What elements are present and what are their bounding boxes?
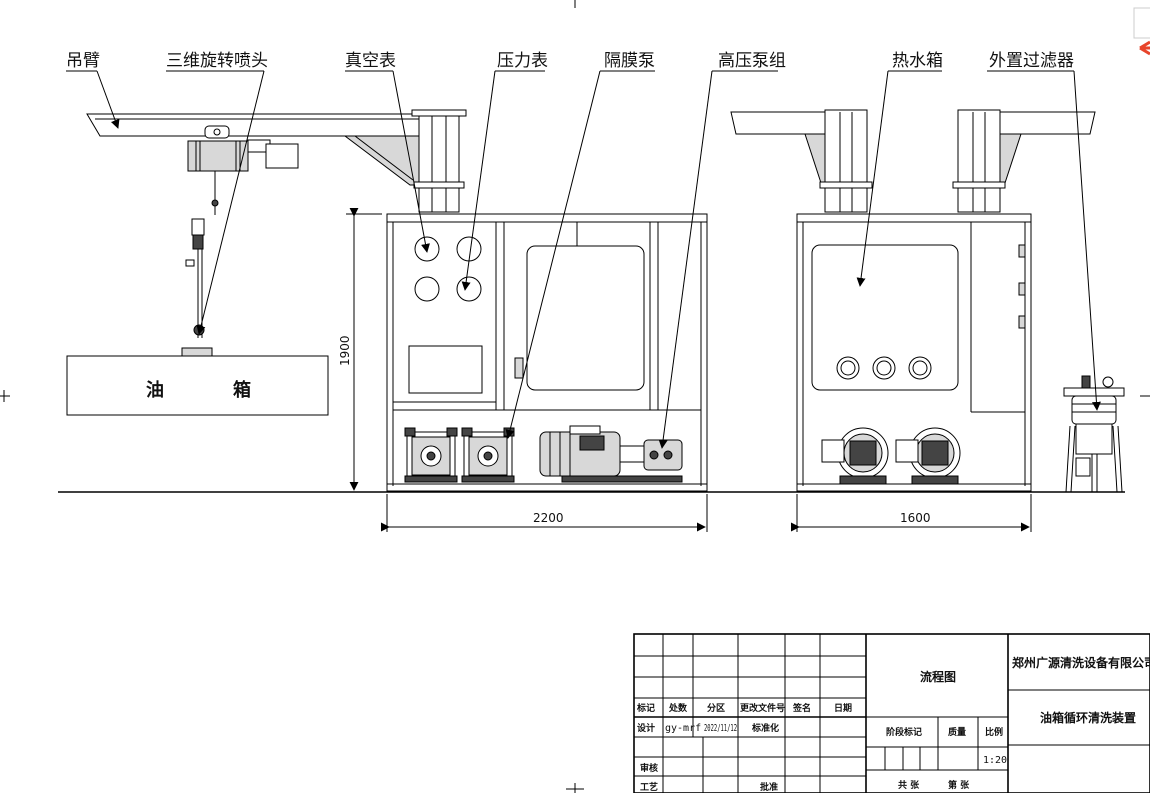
label-hot-water-tank: 热水箱 xyxy=(892,51,943,71)
boom-crane xyxy=(86,109,467,338)
tb-standard: 标准化 xyxy=(751,722,779,734)
tb-approve: 批准 xyxy=(760,781,778,793)
circulation-pump-1 xyxy=(821,427,889,485)
dimension-lines xyxy=(346,207,1032,532)
label-diaphragm-pump: 隔膜泵 xyxy=(604,51,655,71)
tb-weight: 质量 xyxy=(948,726,966,738)
tb-ratio-value: 1:20 xyxy=(983,755,1007,766)
tb-drawing-name: 流程图 xyxy=(920,669,956,684)
tb-stage-mark: 阶段标记 xyxy=(886,726,922,738)
label-external-filter: 外置过滤器 xyxy=(989,51,1074,71)
oil-tank: 油 箱 xyxy=(66,347,329,416)
label-boom: 吊臂 xyxy=(66,51,100,71)
label-hp-pump-group: 高压泵组 xyxy=(718,51,786,71)
tb-h-sign: 签名 xyxy=(792,702,811,714)
callout-leaders xyxy=(66,70,1101,449)
tb-h-zone: 分区 xyxy=(707,702,725,714)
label-nozzle: 三维旋转喷头 xyxy=(166,51,268,71)
diaphragm-pump-1 xyxy=(404,427,458,483)
dim-width-left: 2200 xyxy=(533,511,564,525)
hp-pump-group xyxy=(539,425,683,483)
tb-total-sheets: 共 张 xyxy=(898,779,920,791)
tb-h-doc: 更改文件号 xyxy=(740,702,785,714)
tb-ratio: 比例 xyxy=(985,726,1003,738)
title-block xyxy=(633,633,1150,793)
circulation-pump-2 xyxy=(895,427,961,485)
label-pressure-gauge: 压力表 xyxy=(497,51,548,71)
dim-height: 1900 xyxy=(338,335,352,366)
tb-h-date: 日期 xyxy=(834,702,852,714)
tb-process: 工艺 xyxy=(640,781,658,793)
tb-company: 郑州广源清洗设备有限公司 xyxy=(1012,655,1150,670)
diaphragm-pump-2 xyxy=(461,427,515,483)
tb-sheet-no: 第 张 xyxy=(948,779,970,791)
tb-review: 审核 xyxy=(640,762,658,774)
dim-width-right: 1600 xyxy=(900,511,931,525)
tb-design-date: 2022/11/12 xyxy=(704,723,737,734)
tb-h-mark: 标记 xyxy=(636,702,655,714)
tank-char-2: 箱 xyxy=(233,379,251,401)
overlay-widget[interactable] xyxy=(1133,7,1150,56)
tb-h-count: 处数 xyxy=(668,702,688,714)
tb-design: 设计 xyxy=(637,722,655,734)
external-filter xyxy=(1063,375,1125,493)
tb-designer: gy-mrf xyxy=(665,723,701,734)
machine-frame-right xyxy=(730,109,1096,492)
label-vacuum-gauge: 真空表 xyxy=(345,51,396,71)
machine-frame-left xyxy=(386,213,708,492)
tank-char-1: 油 xyxy=(146,379,164,401)
tb-product: 油箱循环清洗装置 xyxy=(1040,710,1136,725)
